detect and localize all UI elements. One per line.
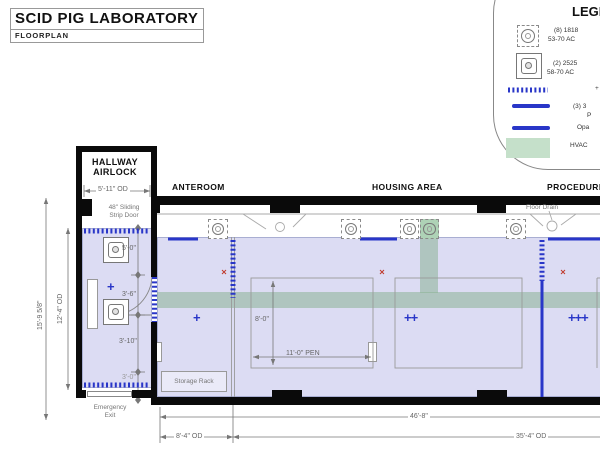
emergency-line2: Exit bbox=[104, 411, 116, 419]
hallway-line2: AIRLOCK bbox=[93, 167, 137, 177]
legend-item4-text2: P bbox=[587, 112, 592, 119]
page-subtitle: FLOORPLAN bbox=[15, 31, 69, 40]
legend-item2-text2: 58-70 AC bbox=[547, 69, 575, 76]
legend-item3-text: + bbox=[595, 85, 599, 92]
exhaust-fan-1818-icon bbox=[400, 219, 419, 239]
dim-bottom-total: 46'-8" bbox=[408, 413, 430, 421]
pilaster-top-2 bbox=[270, 205, 300, 213]
wall-main-bottom bbox=[151, 397, 600, 405]
room-label-anteroom: ANTEROOM bbox=[172, 182, 225, 192]
dim-airlock-seg1: 5'-0" bbox=[122, 245, 136, 252]
legend-item2-text: (2) 2525 bbox=[553, 60, 578, 67]
dim-airlock-seg4: 3'-0" bbox=[122, 374, 136, 381]
hallway-line1: HALLWAY bbox=[92, 157, 138, 167]
pressure-marker-procedure: +++ bbox=[568, 310, 589, 325]
airlock-equipment-box bbox=[87, 279, 98, 329]
legend-blue-line-icon bbox=[512, 126, 550, 130]
storage-rack-label: Storage Rack bbox=[174, 378, 214, 385]
dim-airlock-seg2: 3'-6" bbox=[122, 291, 136, 298]
wall-airlock-top bbox=[76, 146, 157, 152]
strip-door-line2: Strip Door bbox=[109, 211, 139, 219]
dim-overall-height: 15'-9 5/8" bbox=[37, 300, 44, 330]
legend-item4-text: (3) 3 bbox=[573, 103, 587, 110]
room-label-housing-area: HOUSING AREA bbox=[372, 182, 443, 192]
wall-airlock-bottom-left bbox=[76, 390, 86, 398]
dim-airlock-height-od: 12'-4" OD bbox=[57, 293, 64, 324]
strip-door-line1: 48" Sliding bbox=[108, 204, 140, 211]
legend-item6-text: HVAC bbox=[570, 142, 588, 149]
dim-anteroom-width: 8'-4" OD bbox=[174, 433, 205, 441]
legend-item1-text2: 53-70 AC bbox=[548, 36, 576, 43]
legend-item5-text: Opa bbox=[577, 124, 590, 131]
pilaster-top-1 bbox=[153, 205, 160, 213]
exhaust-fan-2525-icon bbox=[103, 237, 129, 263]
strip-door-label: 48" Sliding Strip Door bbox=[101, 204, 147, 219]
pilaster-top-3 bbox=[477, 205, 506, 213]
exhaust-fan-1818-icon bbox=[341, 219, 361, 239]
dim-housing-width: 35'-4" OD bbox=[514, 433, 549, 441]
room-label-procedure: PROCEDURE bbox=[547, 182, 600, 192]
exhaust-fan-2525-icon bbox=[103, 299, 129, 325]
room-label-hallway-airlock: HALLWAY AIRLOCK bbox=[82, 157, 148, 177]
pressure-marker-airlock: + bbox=[107, 279, 115, 294]
page-title: SCID PIG LABORATORY bbox=[11, 9, 204, 30]
supply-fan-hvac-icon bbox=[420, 219, 439, 239]
dim-pen-width: 11'-0" PEN bbox=[286, 350, 320, 357]
dim-airlock-seg3: 3'-10" bbox=[119, 338, 137, 345]
title-block: SCID PIG LABORATORY FLOORPLAN bbox=[10, 8, 205, 43]
legend-panel bbox=[493, 0, 600, 170]
exhaust-fan-1818-icon bbox=[506, 219, 526, 239]
wall-airlock-bottom-right bbox=[132, 390, 157, 398]
legend-hvac-zone-icon bbox=[506, 138, 550, 158]
emergency-exit-door bbox=[87, 391, 132, 397]
legend-fan-2525-icon bbox=[516, 53, 542, 79]
legend-heading: LEGEND bbox=[572, 4, 600, 19]
pilaster-bottom-1 bbox=[272, 390, 302, 397]
legend-blue-line-icon bbox=[512, 104, 550, 108]
wall-main-top bbox=[151, 196, 600, 205]
storage-rack-box bbox=[161, 371, 227, 392]
dim-pen-depth: 8'-0" bbox=[255, 316, 269, 323]
emergency-exit-label: Emergency Exit bbox=[89, 404, 131, 419]
hvac-zone-horizontal bbox=[157, 292, 600, 308]
pilaster-bottom-2 bbox=[477, 390, 507, 397]
pen-gate-right bbox=[368, 342, 377, 362]
emergency-line1: Emergency bbox=[93, 404, 127, 411]
legend-item1-text: (8) 1818 bbox=[554, 27, 579, 34]
hvac-zone-vertical bbox=[420, 237, 438, 293]
dim-airlock-width: 5'-11" OD bbox=[96, 186, 130, 194]
pressure-marker-anteroom: + bbox=[193, 310, 201, 325]
wall-airlock-left bbox=[76, 146, 82, 398]
exhaust-fan-1818-icon bbox=[208, 219, 228, 239]
legend-fan-1818-icon bbox=[517, 25, 539, 47]
pressure-marker-housing: ++ bbox=[404, 310, 418, 325]
wall-pier-left bbox=[76, 199, 92, 216]
floor-drain-label: Floor Drain bbox=[526, 204, 559, 211]
wall-airlock-right-lower bbox=[151, 322, 157, 397]
